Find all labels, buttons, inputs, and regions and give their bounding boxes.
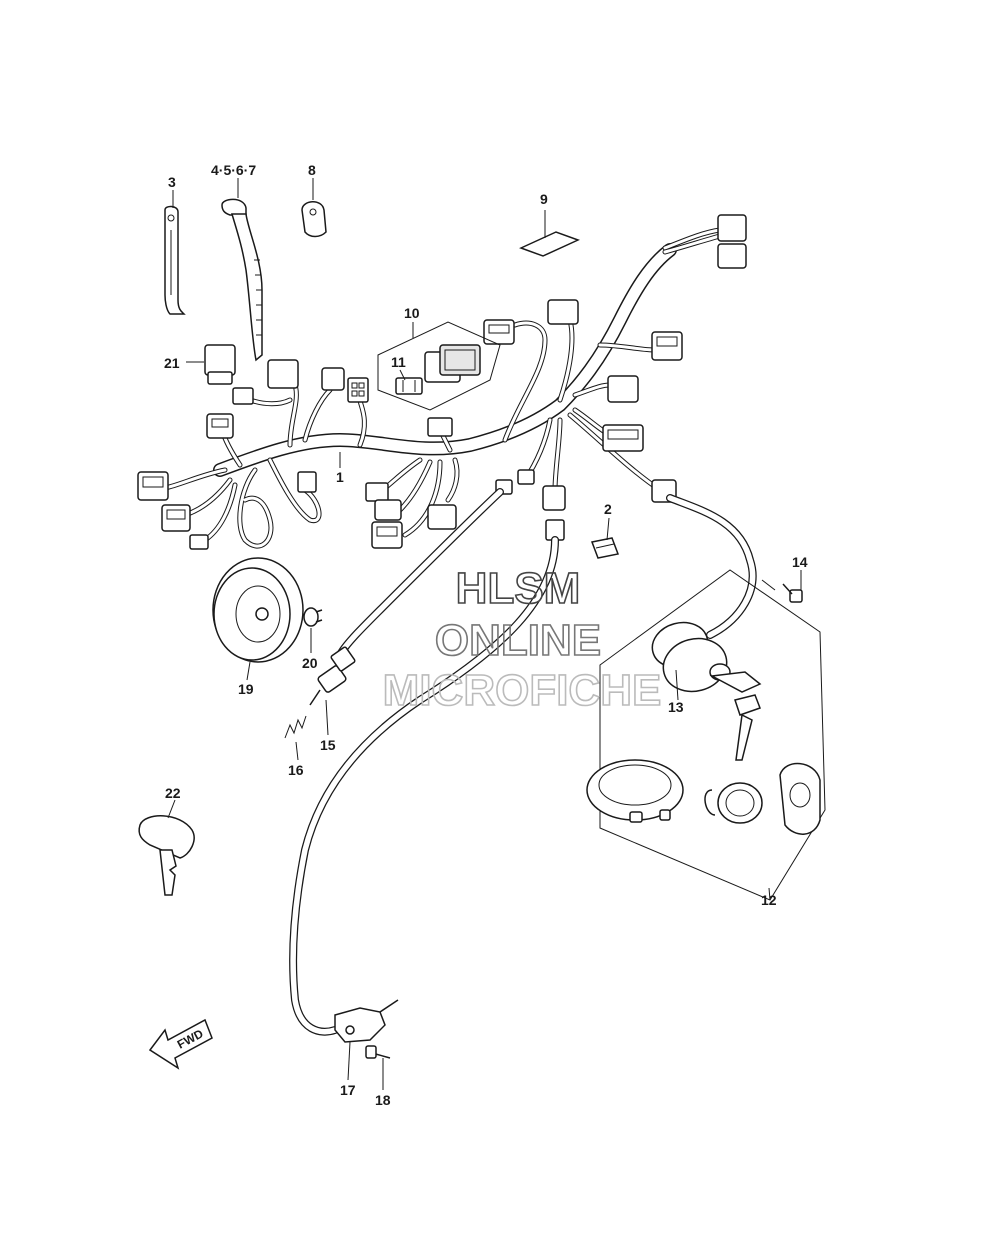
callout-18: 18	[375, 1092, 391, 1108]
callout-2: 2	[604, 501, 612, 517]
callout-11: 11	[391, 354, 406, 370]
callout-13: 13	[668, 699, 684, 715]
watermark-line-3: MICROFICHE	[383, 666, 662, 715]
callout-14: 14	[792, 554, 808, 570]
relay-fuse-box	[377, 321, 501, 411]
forward-arrow-icon: FWD	[148, 1018, 213, 1070]
cable-strap-icon	[164, 205, 186, 315]
leader-lines	[167, 178, 802, 1090]
label-sticker	[519, 231, 580, 257]
callout-3: 3	[168, 174, 176, 190]
watermark: HLSM ONLINE MICROFICHE	[382, 563, 662, 716]
callout-10: 10	[404, 305, 420, 321]
ignition-set-box	[599, 569, 826, 901]
callout-21: 21	[164, 355, 180, 371]
connector-2-icon	[590, 537, 620, 559]
ignition-switch-icon	[651, 621, 762, 761]
callout-17: 17	[340, 1082, 356, 1098]
spring-icon	[284, 715, 307, 739]
relay-icon	[424, 344, 481, 383]
horn-icon	[212, 557, 304, 663]
callout-12: 12	[761, 892, 777, 908]
cable-tie-icon	[221, 198, 263, 362]
relay-21-icon	[204, 344, 236, 385]
callout-8: 8	[308, 162, 316, 178]
watermark-line-1: HLSM	[456, 564, 581, 613]
lock-cylinder-icon	[704, 782, 763, 824]
callout-4-5-6-7: 4·5·6·7	[211, 162, 256, 178]
callout-19: 19	[238, 681, 254, 697]
bolt-18-icon	[365, 1045, 391, 1059]
callout-9: 9	[540, 191, 548, 207]
fuse-icon	[395, 377, 423, 395]
seat-lock-icon	[779, 762, 821, 835]
callout-15: 15	[320, 737, 336, 753]
callout-16: 16	[288, 762, 304, 778]
wiring-harness-icon	[162, 227, 723, 549]
fuel-cap-icon	[586, 759, 684, 823]
key-icon	[138, 815, 195, 896]
callout-22: 22	[165, 785, 181, 801]
callout-1: 1	[336, 469, 344, 485]
screw-14-icon	[782, 583, 803, 603]
watermark-line-2: ONLINE	[435, 616, 601, 665]
callout-20: 20	[302, 655, 318, 671]
bolt-icon	[303, 607, 323, 627]
callouts: 3 4·5·6·7 8 9 10 11 21 1 2 14 13 12 19 2…	[164, 162, 808, 1108]
brake-cable	[289, 488, 757, 1036]
harness-connectors	[137, 214, 747, 550]
cable-clamp-icon	[301, 201, 327, 238]
rear-brake-switch-icon	[334, 999, 399, 1043]
brake-switch-icon	[309, 646, 356, 706]
